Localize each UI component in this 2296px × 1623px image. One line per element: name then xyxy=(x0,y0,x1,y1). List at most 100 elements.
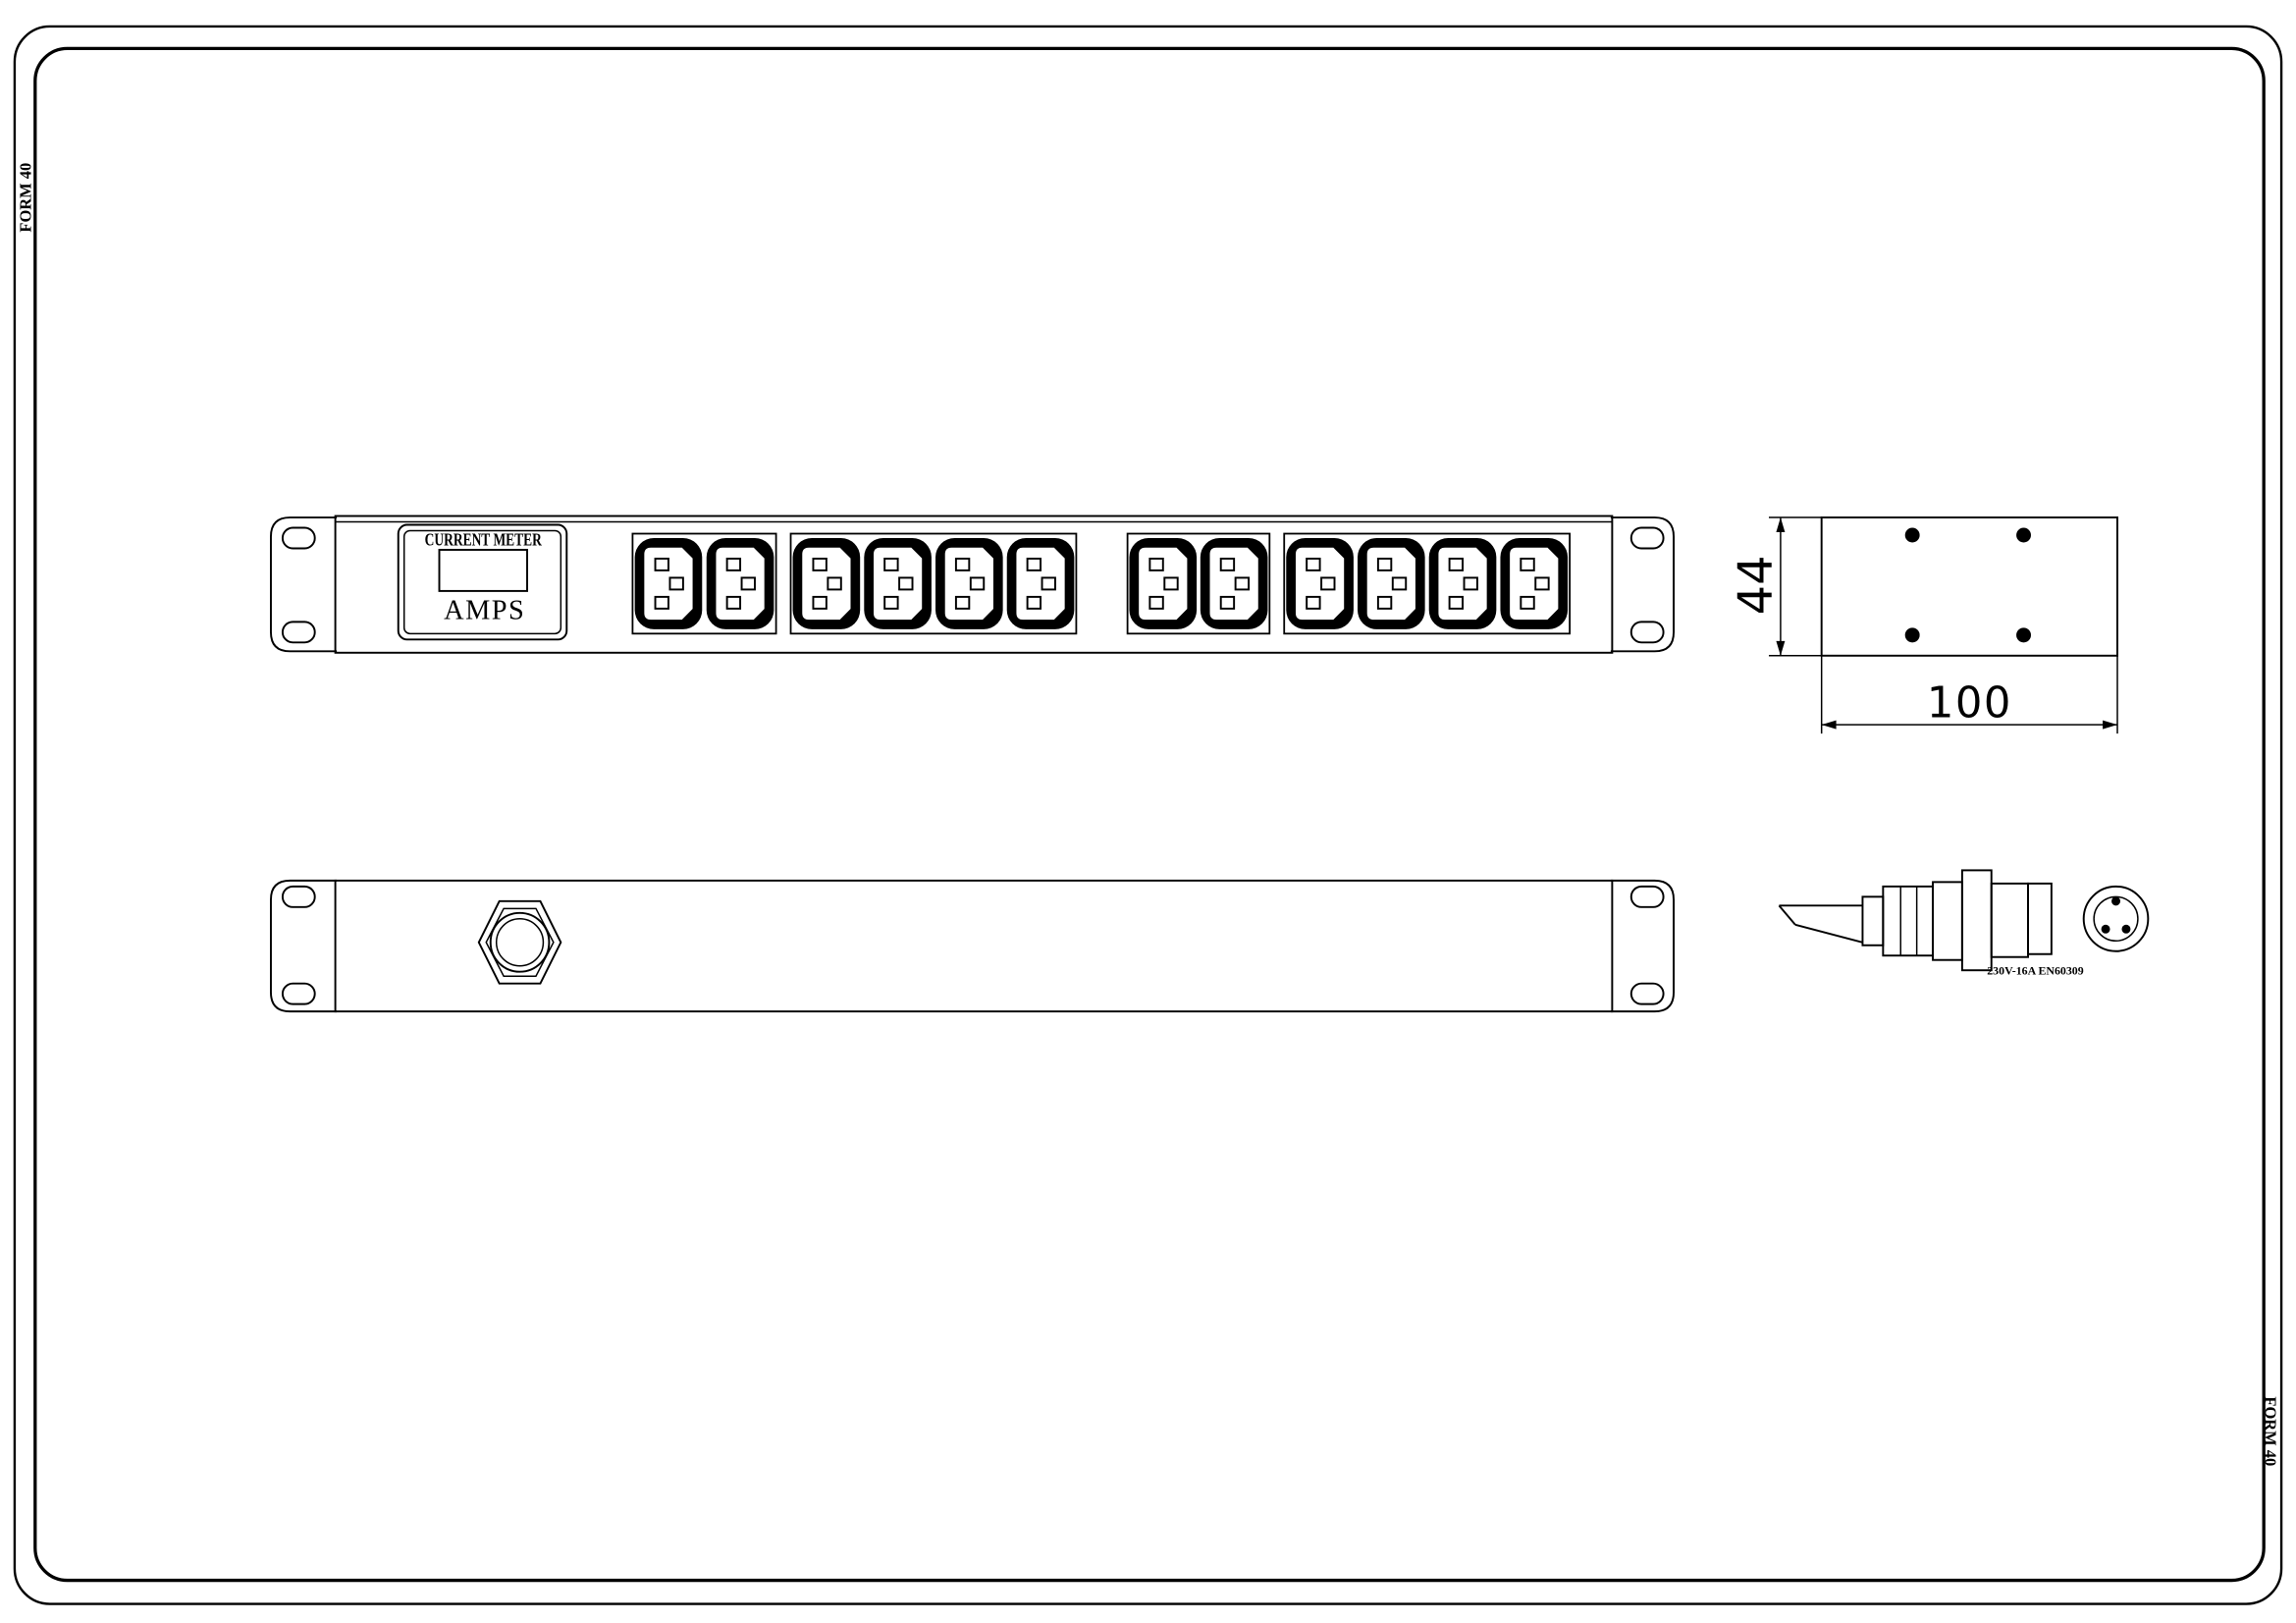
outlet-slot xyxy=(1520,595,1535,610)
outlet-face xyxy=(1366,547,1415,621)
ear-hole xyxy=(281,982,316,1005)
form-label-left: FORM 40 xyxy=(16,163,34,233)
outlet-slot xyxy=(1448,595,1465,610)
mounting-ear-left xyxy=(269,516,338,653)
outlet-group xyxy=(1126,532,1271,635)
outlet-face xyxy=(802,547,851,621)
outlet-face xyxy=(644,547,693,621)
outlet-slot xyxy=(1219,557,1236,571)
outlet-earth-slot xyxy=(898,576,914,591)
gland-bore xyxy=(495,918,545,967)
pdu-rear-view xyxy=(269,879,1675,1013)
depth-dimension: 100 xyxy=(1820,655,2118,734)
arrowhead xyxy=(2103,720,2118,730)
outlet-slot xyxy=(1148,557,1164,571)
outlet-slot xyxy=(654,595,669,610)
outlet-group-frame xyxy=(1283,532,1572,635)
meter-title: CURRENT METER xyxy=(425,529,543,549)
arrowhead xyxy=(1776,517,1786,533)
outlet-slot xyxy=(1520,557,1535,571)
plug-pin xyxy=(2101,924,2110,934)
iec-c13-outlet xyxy=(706,538,774,629)
outlet-slot xyxy=(1026,595,1042,610)
gland-ring xyxy=(489,911,551,973)
current-meter: CURRENT METER AMPS xyxy=(397,523,568,641)
plug-pin xyxy=(2111,896,2120,906)
outlet-earth-slot xyxy=(1041,576,1056,591)
side-screw xyxy=(2016,627,2032,643)
outlet-earth-slot xyxy=(1234,576,1251,591)
meter-unit: AMPS xyxy=(444,595,525,625)
outlet-face xyxy=(1139,547,1188,621)
outlet-slot xyxy=(1448,557,1465,571)
iec-c13-outlet xyxy=(1358,538,1425,629)
pdu-front-view: CURRENT METER AMPS xyxy=(269,514,1675,654)
outlet-slot xyxy=(883,595,899,610)
outlet-face xyxy=(1295,547,1345,621)
outlet-slot xyxy=(954,595,971,610)
plug-face xyxy=(2082,885,2150,952)
outlet-slot xyxy=(725,557,742,571)
outlet-slot xyxy=(954,557,971,571)
plug-tip xyxy=(2027,882,2053,955)
height-dimension: 44 xyxy=(1730,516,1822,657)
outlet-slot xyxy=(1148,595,1164,610)
input-plug: 230V-16A EN60309 xyxy=(1778,869,2150,978)
ear-hole xyxy=(1629,982,1665,1005)
mounting-ear-right xyxy=(1610,516,1675,653)
meter-housing xyxy=(397,523,568,641)
iec-c13-outlet xyxy=(1006,538,1075,629)
arrowhead xyxy=(1776,640,1786,656)
height-dimension-value: 44 xyxy=(1730,555,1784,615)
iec-c13-outlet xyxy=(634,538,703,629)
ear-hole xyxy=(1629,526,1665,550)
arrowhead xyxy=(1821,720,1837,730)
gland-hex-nut xyxy=(477,899,562,985)
iec-c13-outlet xyxy=(864,538,932,629)
mounting-ear-right xyxy=(1610,879,1675,1013)
side-body xyxy=(1820,516,2118,657)
outlet-slot xyxy=(725,595,742,610)
ear-hole xyxy=(1629,885,1665,908)
gland-hex-nut-inner xyxy=(485,907,555,977)
outlet-earth-slot xyxy=(827,576,842,591)
outlet-earth-slot xyxy=(1163,576,1179,591)
outlet-earth-slot xyxy=(668,576,684,591)
pdu-front-body xyxy=(334,514,1614,654)
side-screw xyxy=(1904,627,1920,643)
ear-hole xyxy=(281,621,316,644)
outlet-slot xyxy=(1376,557,1393,571)
outlet-face xyxy=(1510,547,1559,621)
outlet-group xyxy=(631,532,777,635)
plug-flange xyxy=(1960,869,1993,972)
depth-dimension-value: 100 xyxy=(1927,679,2012,729)
iec-c13-outlet xyxy=(1500,538,1569,629)
outlet-group xyxy=(789,532,1078,635)
outlet-slot xyxy=(654,557,669,571)
outlet-slot xyxy=(1306,595,1321,610)
sheet-frame: FORM 40 FORM 40 xyxy=(13,25,2283,1605)
iec-c13-outlet xyxy=(1428,538,1497,629)
outlet-group-frame xyxy=(789,532,1078,635)
outlet-slot xyxy=(1376,595,1393,610)
outlet-slot xyxy=(883,557,899,571)
meter-housing-inner xyxy=(402,529,562,635)
outlet-group xyxy=(1283,532,1572,635)
power-cable xyxy=(1794,923,1863,944)
ear-hole xyxy=(281,526,316,550)
outlet-face xyxy=(716,547,765,621)
power-cable-cut xyxy=(1778,904,1796,926)
plug-rating-label: 230V-16A EN60309 xyxy=(1987,966,2084,978)
meter-display xyxy=(438,549,528,592)
plug-sleeve xyxy=(1990,882,2029,958)
outlet-face xyxy=(1209,547,1258,621)
iec-c13-outlet xyxy=(1286,538,1354,629)
inner-border xyxy=(33,46,2266,1583)
outlet-face xyxy=(1438,547,1487,621)
plug-strain-relief xyxy=(1861,895,1885,947)
mounting-ear-left xyxy=(269,879,338,1013)
outlet-slot xyxy=(812,557,828,571)
iec-c13-outlet xyxy=(935,538,1003,629)
ear-hole xyxy=(1629,621,1665,644)
